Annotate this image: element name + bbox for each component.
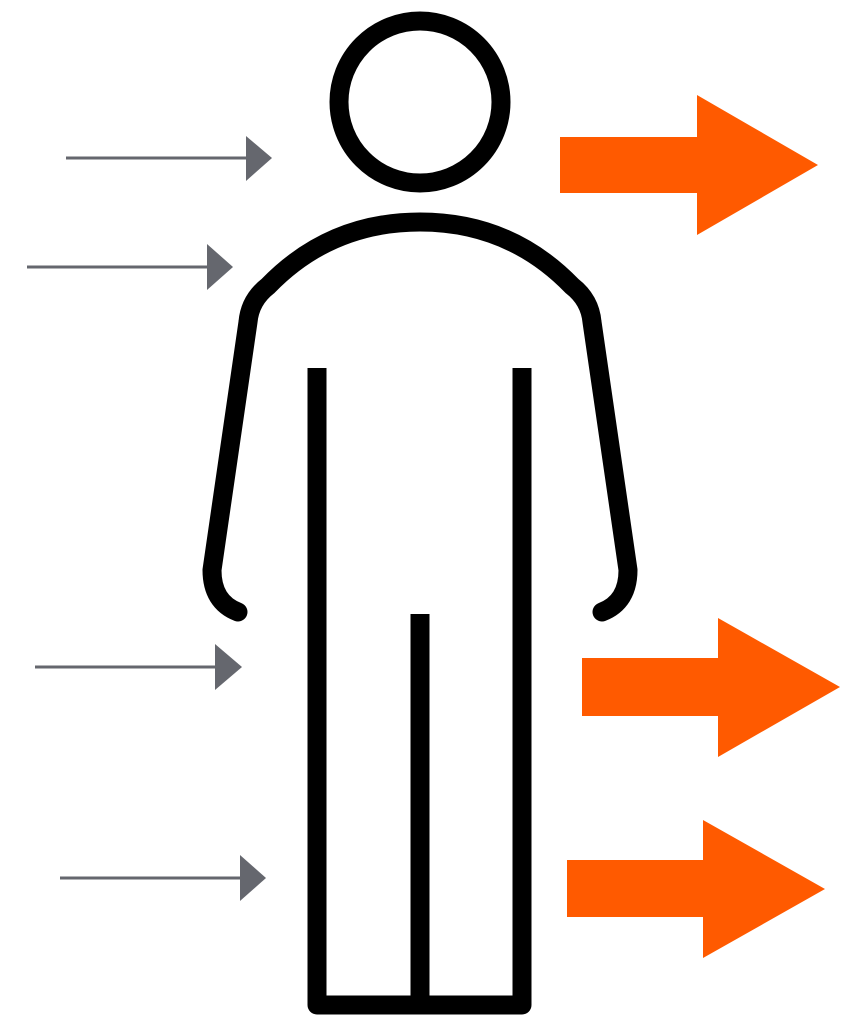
incoming-arrows bbox=[27, 136, 272, 901]
person-icon bbox=[202, 11, 638, 1015]
person-shoulders-arms bbox=[202, 212, 638, 622]
bold-arrow-right-icon bbox=[567, 820, 825, 958]
thin-arrow-right-icon bbox=[66, 136, 272, 181]
bold-arrow-right-icon bbox=[560, 95, 818, 235]
thin-arrow-right-icon bbox=[27, 244, 233, 290]
thin-arrow-right-icon bbox=[60, 855, 266, 901]
thin-arrow-right-icon bbox=[35, 644, 242, 690]
person-head bbox=[329, 11, 511, 193]
bold-arrow-right-icon bbox=[582, 618, 840, 757]
outgoing-arrows bbox=[560, 95, 840, 958]
